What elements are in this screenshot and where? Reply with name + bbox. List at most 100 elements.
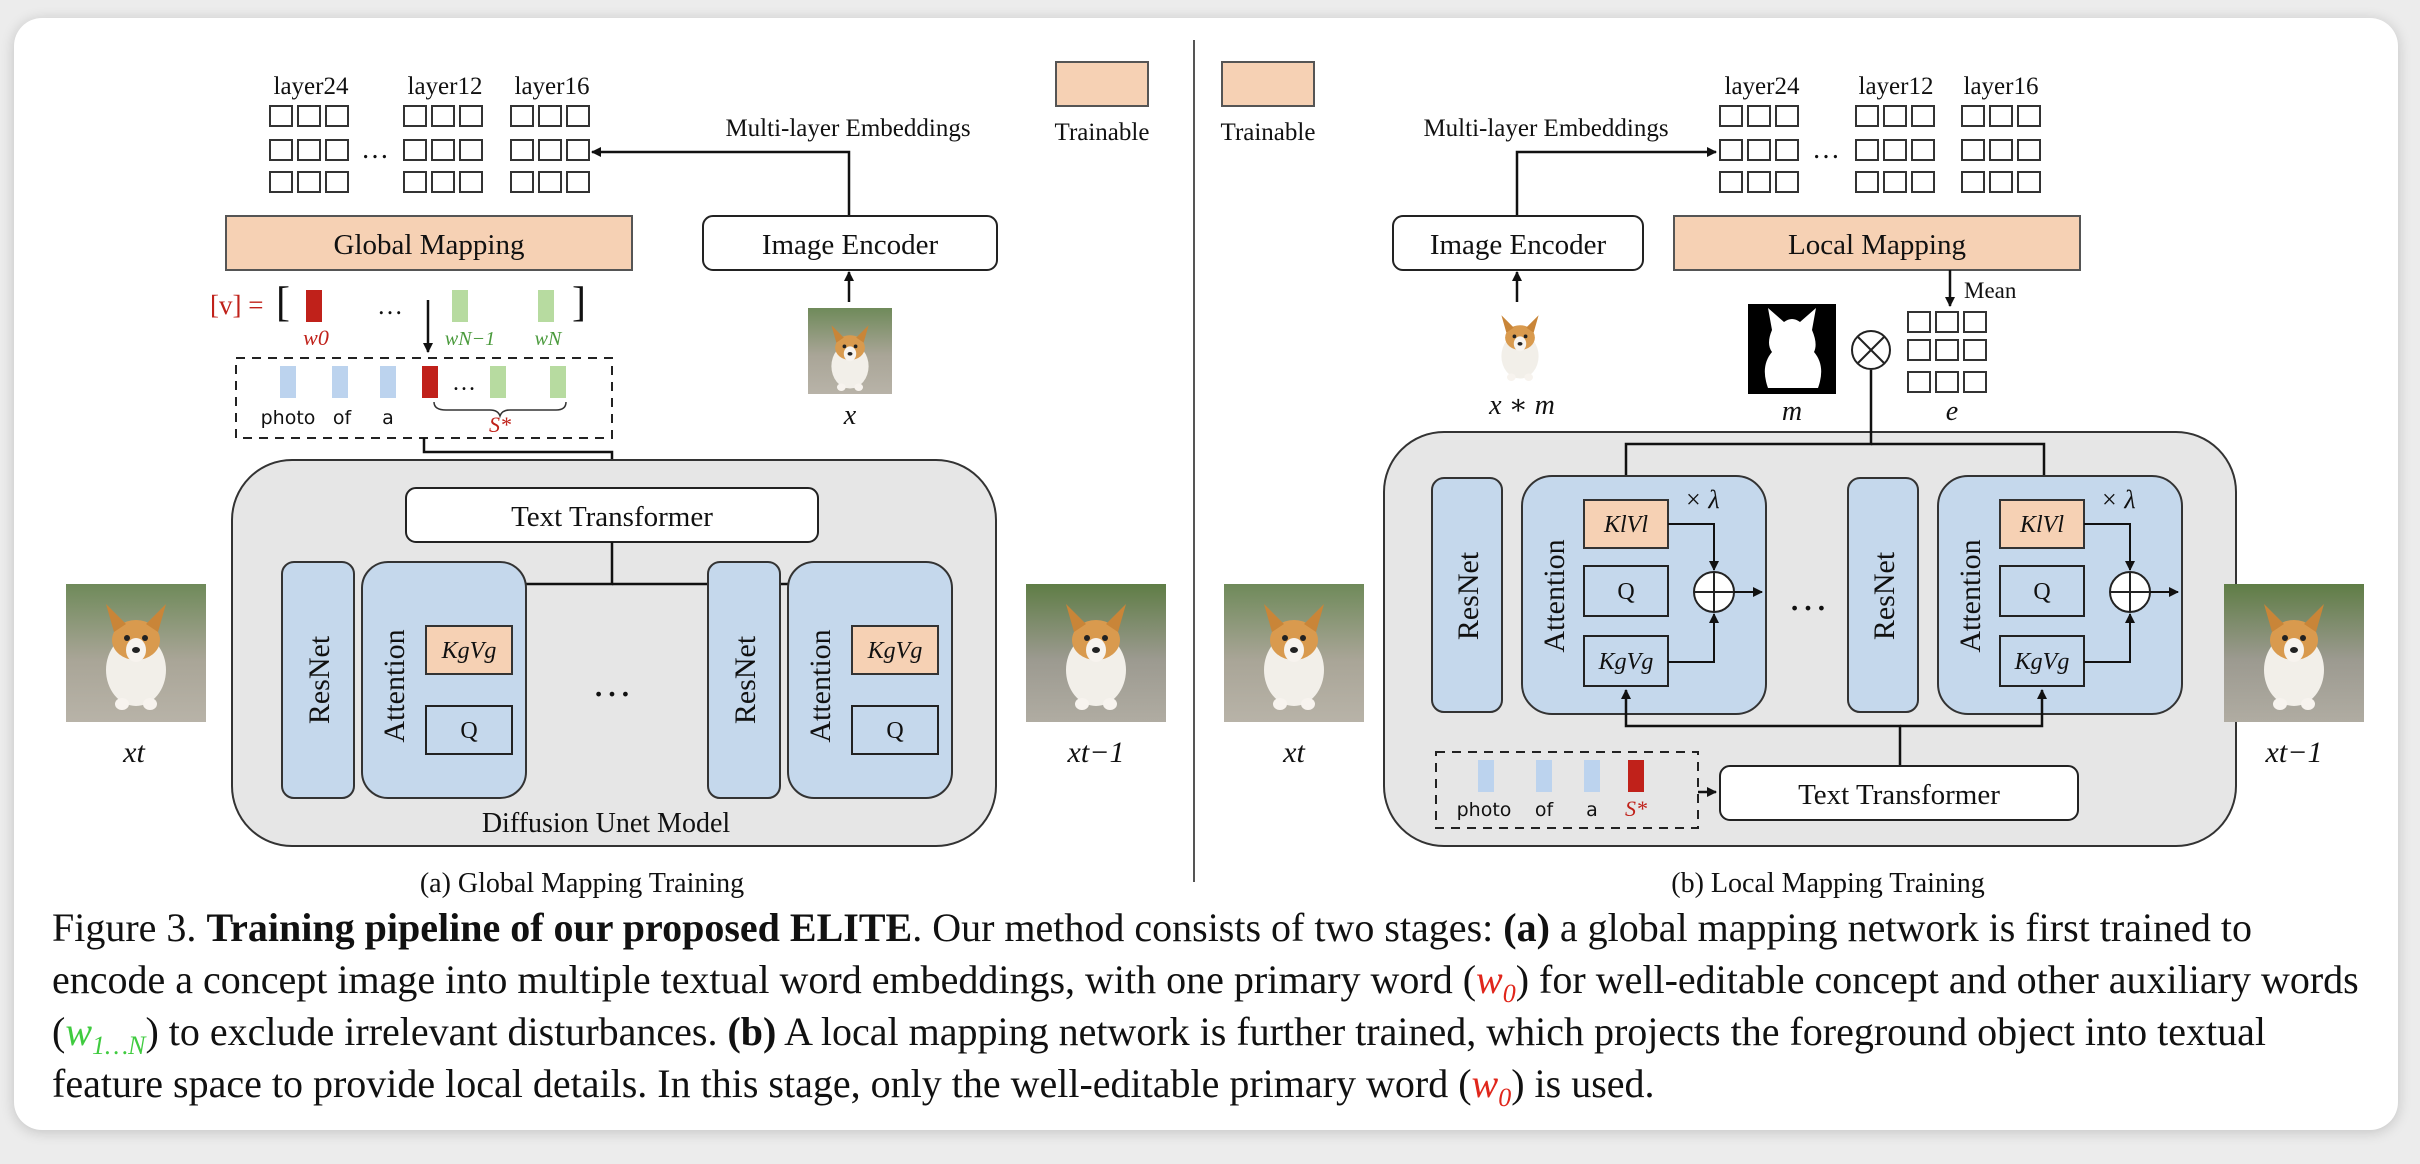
unet-label: Diffusion Unet Model (482, 808, 731, 839)
caption-text-2: a global mapping network is first traine… (52, 905, 2252, 1002)
right-s-star-label: S* (1625, 796, 1647, 821)
left-grid-ellipsis: … (361, 134, 389, 165)
left-unet-ellipsis: … (592, 660, 632, 705)
right-token-a (1584, 760, 1600, 792)
prompt-token-photo (280, 366, 296, 398)
kl-to-sum-arrow-1 (1668, 523, 1719, 571)
right-resnet-block-1 (1431, 477, 1503, 713)
left-resnet-label-1: ResNet (303, 635, 336, 724)
caption-w1n: w1…N (65, 1009, 146, 1060)
right-sum-icon-2 (2109, 571, 2151, 613)
prompt-token-a (380, 366, 396, 398)
left-bracket-close: ] (572, 280, 586, 326)
left-xt1-dog-image (1026, 584, 1166, 722)
left-kv-label-2: KgVg (867, 638, 923, 664)
prompt-token-g2 (550, 366, 566, 398)
left-xt-dog-image (66, 584, 206, 722)
right-image-encoder-box (1392, 215, 1644, 271)
right-layer-label-12: layer12 (1859, 73, 1934, 100)
right-attention-label-2: Attention (1954, 539, 1987, 652)
pipeline-diagram: layer24 layer12 layer16 … Multi-layer Em… (66, 40, 2364, 899)
right-token-a-label: a (1586, 799, 1598, 821)
left-kv-box-1 (425, 625, 513, 675)
left-embedding-grids (269, 105, 590, 193)
kg-to-sum-arrow-1 (1668, 613, 1719, 663)
right-kl-label-1: KlVl (1603, 512, 1648, 538)
right-q-box-1 (1583, 565, 1669, 617)
right-embedding-grids (1719, 105, 2041, 193)
left-x-label: x (843, 400, 857, 431)
xm-label: x ∗ m (1488, 390, 1555, 421)
right-lambda-label-2: × λ (2100, 485, 2135, 514)
transformer-to-kg2-arrow (1900, 689, 2047, 728)
left-q-label-2: Q (886, 718, 903, 744)
right-token-photo (1478, 760, 1494, 792)
left-text-transformer-label: Text Transformer (511, 501, 713, 533)
right-xt-dog-image (1224, 584, 1364, 722)
left-xt-label: xt (122, 736, 145, 769)
e-grid (1907, 311, 1987, 393)
s-star-brace (433, 401, 567, 419)
left-q-box-1 (425, 705, 513, 755)
left-layer-label-12: layer12 (408, 73, 483, 100)
caption-prefix: Figure 3. (52, 905, 207, 950)
otimes-to-kl-arrows (1621, 370, 1873, 495)
wN-label: wN (535, 328, 563, 350)
left-image-encoder-label: Image Encoder (762, 229, 939, 261)
right-q-label-2: Q (2033, 579, 2050, 605)
left-resnet-label-2: ResNet (729, 635, 762, 724)
right-kg-box-2 (1999, 635, 2085, 687)
caption-stage-b: (b) (727, 1009, 777, 1054)
left-xt1-label: xt−1 (1067, 736, 1125, 769)
right-kg-label-1: KgVg (1598, 649, 1654, 675)
kl-to-sum-arrow-2 (2084, 523, 2135, 571)
caption-title: Training pipeline of our proposed ELITE (206, 905, 913, 950)
left-layer-label-16: layer16 (515, 73, 590, 100)
mean-label: Mean (1964, 278, 2017, 303)
local-mapping-box (1673, 215, 2081, 271)
right-resnet-label-1: ResNet (1452, 551, 1485, 640)
token-a-label: a (382, 407, 394, 429)
right-kl-box-1 (1583, 499, 1669, 549)
right-subtitle: (b) Local Mapping Training (1671, 868, 1984, 899)
right-trainable-swatch (1221, 61, 1315, 107)
right-resnet-block-2 (1847, 477, 1919, 713)
right-lambda-label-1: × λ (1684, 485, 1719, 514)
prompt-ellipsis: … (452, 370, 476, 396)
elementwise-product-icon (1851, 330, 1891, 370)
right-token-photo-label: photo (1457, 799, 1512, 821)
caption-text-1: . Our method consists of two stages: (912, 905, 1504, 950)
left-s-star-label: S* (489, 412, 511, 437)
v-label: [v] = (210, 290, 263, 320)
transformer-to-kg-arrows (1621, 689, 1902, 766)
caption-text-3: ) for well-editable concept and other au… (52, 957, 2359, 1054)
left-image-encoder-box (702, 215, 998, 271)
prompt-token-of (332, 366, 348, 398)
left-attention-label-2: Attention (804, 629, 837, 742)
global-mapping-box (225, 215, 633, 271)
right-text-transformer-label: Text Transformer (1798, 779, 2000, 811)
left-panel: layer24 layer12 layer16 … Multi-layer Em… (66, 61, 1166, 899)
figure-caption: Figure 3. Training pipeline of our propo… (52, 902, 2372, 1111)
left-embeddings-label: Multi-layer Embeddings (725, 115, 970, 142)
left-embedding-arrow (591, 147, 851, 218)
left-resnet-block-2 (707, 561, 781, 799)
local-mapping-label: Local Mapping (1788, 229, 1966, 261)
prompt-token-w0 (422, 366, 438, 398)
right-embeddings-label: Multi-layer Embeddings (1423, 115, 1668, 142)
kg-to-sum-arrow-2 (2084, 613, 2135, 663)
token-of-label: of (333, 407, 353, 429)
wN-token (538, 290, 554, 322)
v-row-ellipsis: … (377, 291, 403, 320)
left-resnet-block-1 (281, 561, 355, 799)
caption-stage-a: (a) (1503, 905, 1550, 950)
left-bracket-open: [ (276, 280, 290, 326)
right-kl-box-2 (1999, 499, 2085, 549)
prompt-token-g1 (490, 366, 506, 398)
right-q-box-2 (1999, 565, 2085, 617)
right-resnet-label-2: ResNet (1868, 551, 1901, 640)
right-image-encoder-label: Image Encoder (1430, 229, 1607, 261)
e-label: e (1946, 396, 1958, 427)
right-unet-ellipsis: … (1788, 574, 1828, 619)
w0-token (306, 290, 322, 322)
